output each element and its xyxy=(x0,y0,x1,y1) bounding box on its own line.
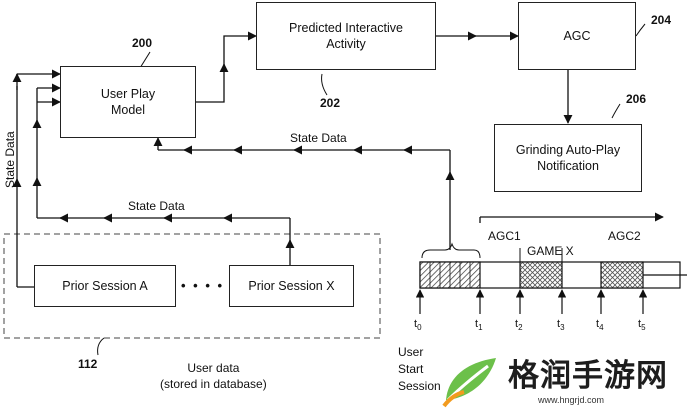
user-data-label: User data (stored in database) xyxy=(160,361,267,391)
watermark-text: 格润手游网 xyxy=(508,358,668,393)
tick-t3: t3 xyxy=(557,318,565,333)
watermark-url: www.hngrjd.com xyxy=(538,395,605,405)
tick-t1: t1 xyxy=(475,318,483,333)
agc1-label: AGC1 xyxy=(488,229,521,243)
state-data-lower-label: State Data xyxy=(128,199,185,213)
site-watermark: 格润手游网 www.hngrjd.com xyxy=(434,348,687,411)
tick-t4: t4 xyxy=(596,318,604,333)
ref-206: 206 xyxy=(626,92,647,106)
timeline-agc1-segment xyxy=(519,261,563,289)
tick-t2: t2 xyxy=(515,318,523,333)
agc-box: AGC xyxy=(518,2,636,70)
ref-200: 200 xyxy=(132,36,153,50)
tick-t0: t0 xyxy=(414,318,422,333)
state-data-vertical-label: State Data xyxy=(3,131,17,188)
leaf-logo-icon xyxy=(442,354,496,408)
prior-session-x-box: Prior Session X xyxy=(229,265,354,307)
tick-t5: t5 xyxy=(638,318,646,333)
game-x-label: GAME X xyxy=(527,244,574,258)
user-play-model-box: User Play Model xyxy=(60,66,196,138)
grinding-auto-play-notification-box: Grinding Auto-Play Notification xyxy=(494,124,642,192)
predicted-interactive-activity-box: Predicted Interactive Activity xyxy=(256,2,436,70)
ref-202: 202 xyxy=(320,96,341,110)
ref-112: 112 xyxy=(78,357,98,371)
timeline-agc2-segment xyxy=(600,261,644,289)
ref-204: 204 xyxy=(651,13,672,27)
user-start-session-label: User Start Session xyxy=(398,345,441,393)
state-data-upper-label: State Data xyxy=(290,131,347,145)
prior-sessions-ellipsis: • • • • xyxy=(181,278,225,293)
ref-112-leader xyxy=(97,337,105,356)
agc2-label: AGC2 xyxy=(608,229,641,243)
prior-session-a-box: Prior Session A xyxy=(34,265,176,307)
